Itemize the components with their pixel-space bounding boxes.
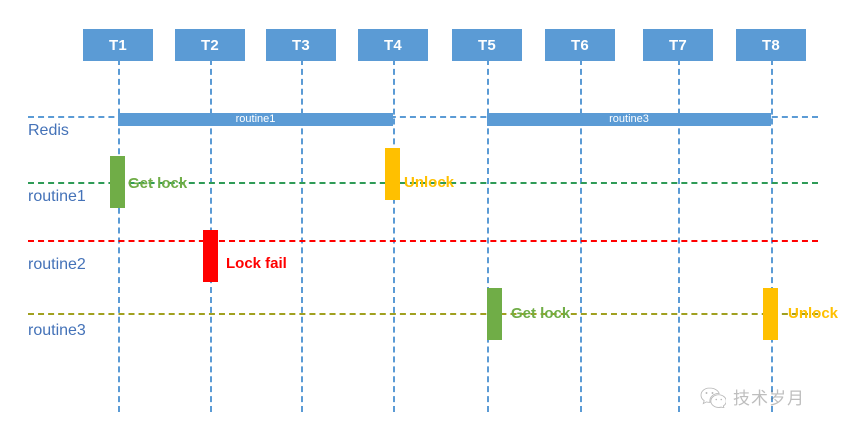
event-bar-routine1-get-lock (110, 156, 125, 208)
time-gridline-t6 (580, 59, 582, 412)
event-label-routine2-lock-fail: Lock fail (226, 255, 287, 272)
time-gridline-t4 (393, 59, 395, 412)
time-gridline-t3 (301, 59, 303, 412)
time-header-t7: T7 (643, 29, 713, 61)
time-header-t2: T2 (175, 29, 245, 61)
lane-label-routine3: routine3 (28, 322, 86, 339)
time-gridline-t5 (487, 59, 489, 412)
time-gridline-t7 (678, 59, 680, 412)
lane-line-routine1 (28, 182, 818, 184)
time-header-t1: T1 (83, 29, 153, 61)
redis-lock-bar-routine3: routine3 (487, 113, 771, 126)
lane-label-routine2: routine2 (28, 256, 86, 273)
redis-lock-bar-routine3-label: routine3 (609, 113, 649, 125)
lane-line-routine2 (28, 240, 818, 242)
time-gridline-t8 (771, 59, 773, 412)
lane-label-redis: Redis (28, 122, 69, 139)
time-header-t3: T3 (266, 29, 336, 61)
redis-lock-bar-routine1-label: routine1 (235, 113, 276, 125)
time-header-t5: T5 (452, 29, 522, 61)
event-bar-routine1-unlock (385, 148, 400, 200)
event-label-routine1-unlock: Unlock (404, 174, 455, 191)
event-label-routine1-get-lock: Get lock (128, 175, 188, 192)
time-header-t8: T8 (736, 29, 806, 61)
event-bar-routine2-lock-fail (203, 230, 218, 282)
redis-lock-bar-routine1: routine1 (118, 113, 393, 126)
event-label-routine3-unlock: Unlock (788, 305, 839, 322)
event-bar-routine3-get-lock (487, 288, 502, 340)
lane-label-routine1: routine1 (28, 188, 86, 205)
time-header-t6: T6 (545, 29, 615, 61)
lane-line-redis (28, 116, 818, 118)
watermark: 技术岁月 (700, 384, 805, 409)
time-gridline-t1 (118, 59, 120, 412)
event-label-routine3-get-lock: Get lock (511, 305, 571, 322)
lane-line-routine3 (28, 313, 818, 315)
event-bar-routine3-unlock (763, 288, 778, 340)
watermark-text: 技术岁月 (733, 389, 805, 408)
wechat-icon (700, 386, 726, 408)
time-header-t4: T4 (358, 29, 428, 61)
